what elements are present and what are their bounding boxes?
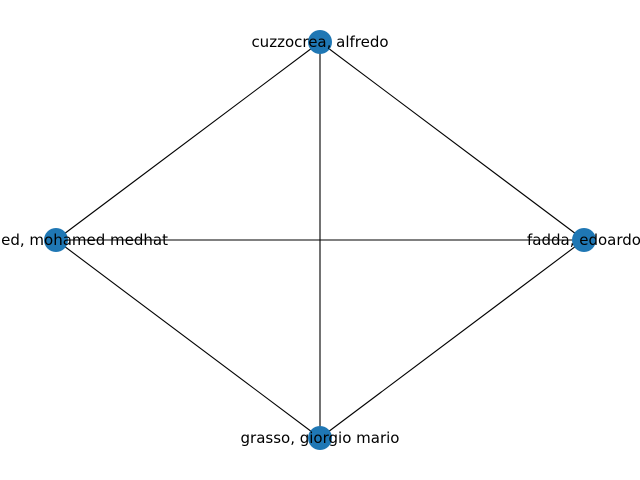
graph-nodes <box>44 30 596 450</box>
edge-cuzzocrea-fadda <box>319 41 585 241</box>
node-fadda <box>572 228 596 252</box>
node-label-cuzzocrea: cuzzocrea, alfredo <box>251 33 388 51</box>
edge-cuzzocrea-mohamed <box>55 41 321 241</box>
node-label-fadda: fadda, edoardo <box>527 231 640 249</box>
edge-fadda-grasso <box>319 239 585 439</box>
node-cuzzocrea <box>308 30 332 54</box>
edge-mohamed-grasso <box>55 239 321 439</box>
graph-edges <box>55 41 585 439</box>
node-label-grasso: grasso, giorgio mario <box>241 429 400 447</box>
node-grasso <box>308 426 332 450</box>
node-mohamed <box>44 228 68 252</box>
graph-labels: cuzzocrea, alfredo fadda, edoardo grasso, … <box>0 33 640 447</box>
node-label-mohamed: mohamed, mohamed medhat <box>0 231 168 249</box>
